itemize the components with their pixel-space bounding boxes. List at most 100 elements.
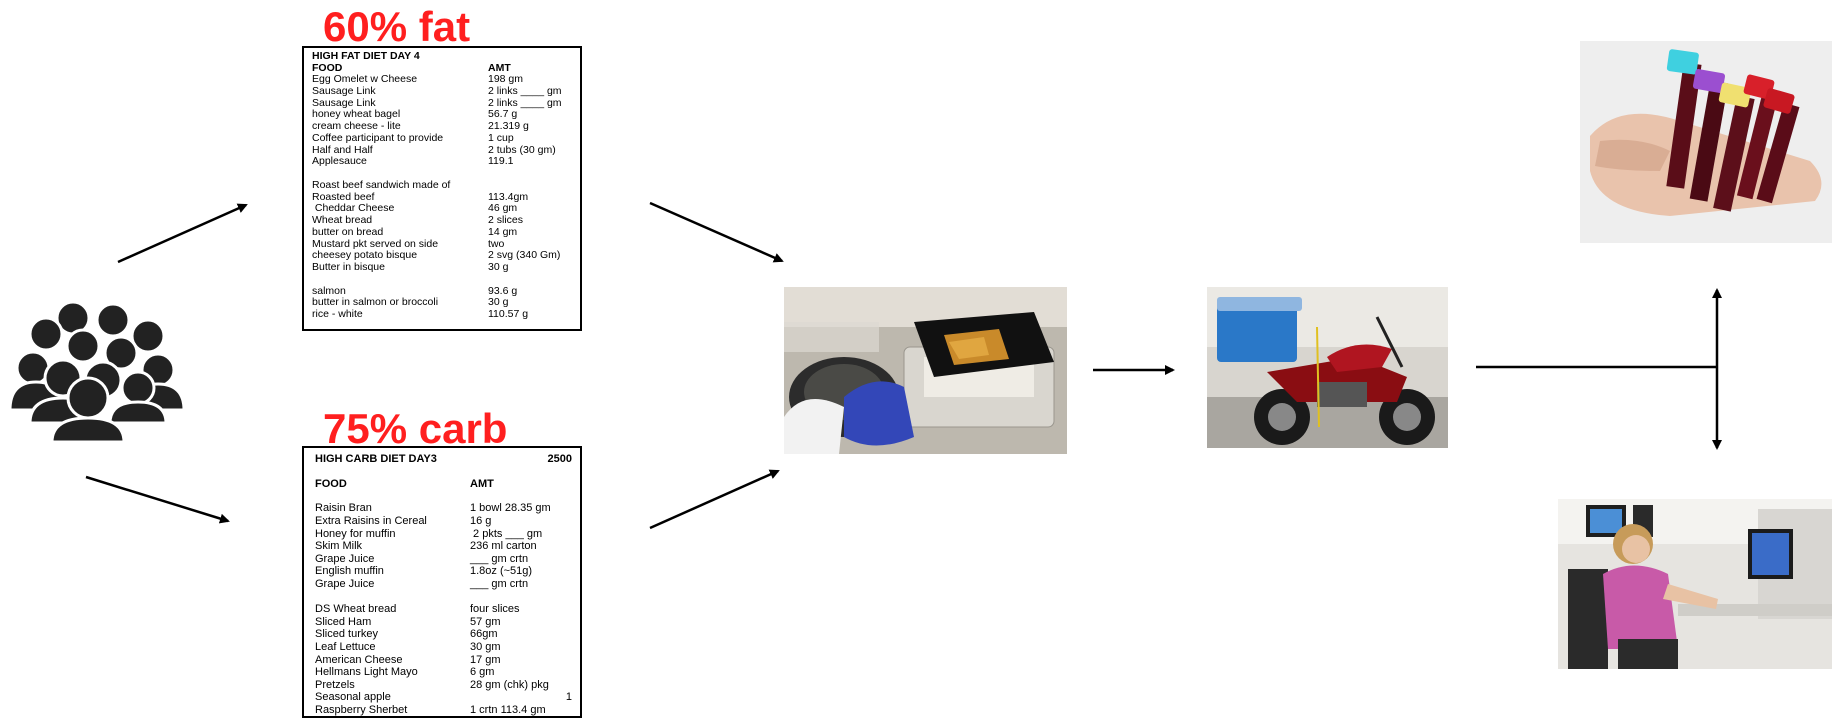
food-name: Raspberry Sherbet [315, 703, 408, 716]
arrow-people-to-carb [85, 475, 230, 524]
food-name: DS Wheat bread [315, 603, 397, 616]
food-amount: ___ gm crtn [470, 577, 529, 590]
food-name: Honey for muffin [315, 527, 396, 540]
food-name: rice - white [312, 308, 363, 320]
food-name: honey wheat bagel [312, 108, 401, 121]
menu-row: Skim Milk 236 ml carton [315, 540, 572, 553]
menu-row: Extra Raisins in Cereal 16 g [315, 515, 572, 528]
food-amount: 16 g [470, 514, 492, 527]
menu-title: HIGH FAT DIET DAY 4 [312, 50, 420, 62]
arrow-fat-to-weighing [649, 201, 784, 263]
food-name: Egg Omelet w Cheese [312, 73, 418, 85]
food-amount: 198 gm [488, 73, 524, 85]
menu-row: salmon 93.6 g [312, 284, 572, 298]
menu-row: Honey for muffin 2 pkts ___ gm [315, 528, 572, 541]
menu-row: Raisin Bran 1 bowl 28.35 gm [315, 502, 572, 515]
menu-row: Egg Omelet w Cheese 198 gm [312, 73, 572, 86]
arrow-people-to-fat [117, 203, 248, 264]
column-header-amt: AMT [488, 62, 511, 74]
food-name: Applesauce [312, 155, 367, 168]
menu-row: honey wheat bagel 56.7 g [312, 108, 572, 121]
food-name: butter in salmon or broccoli [312, 296, 439, 309]
food-amount: 119.1 [488, 155, 514, 168]
people-group-icon [8, 300, 186, 443]
food-name: Roasted beef [312, 190, 375, 203]
food-amount: 2 pkts ___ gm [470, 527, 543, 540]
food-amount: 56.7 g [488, 108, 518, 121]
food-name: Skim Milk [315, 540, 363, 553]
menu-row: DS Wheat bread four slices [315, 603, 572, 616]
food-name: Coffee participant to provide [312, 131, 444, 144]
column-header-amt: AMT [470, 477, 494, 490]
food-amount: two [488, 237, 505, 250]
food-amount: 2 svg (340 Gm) [488, 249, 561, 262]
food-amount: 14 gm [488, 225, 518, 238]
food-name: Wheat bread [312, 214, 373, 226]
food-name: Sliced Ham [315, 615, 372, 628]
food-amount: 93.6 g [488, 284, 518, 297]
food-name: salmon [312, 284, 346, 297]
blood-tubes-photo [1580, 41, 1832, 243]
food-name: Grape Juice [315, 577, 375, 590]
arrow-carb-to-weighing [649, 469, 780, 530]
menu-row: Wheat bread 2 slices [312, 214, 572, 227]
menu-row: Roast beef sandwich made of [312, 178, 572, 192]
food-amount: 236 ml carton [470, 540, 537, 553]
menu-row: Grape Juice___ gm crtn [315, 553, 572, 566]
data-analyst-photo [1558, 499, 1832, 669]
menu-row: cream cheese - lite 21.319 g [312, 120, 572, 133]
food-amount: 30 gm [470, 640, 501, 653]
column-header-food: FOOD [312, 62, 343, 74]
food-name: Half and Half [312, 143, 373, 156]
food-name: Raisin Bran [315, 502, 372, 515]
food-amount: 2 links ____ gm [488, 84, 562, 97]
food-count: 1 [565, 691, 572, 704]
food-name: Sliced turkey [315, 628, 378, 641]
menu-row: Half and Half 2 tubs (30 gm) [312, 143, 572, 157]
food-name: cream cheese - lite [312, 120, 401, 132]
food-amount: 1.8oz (~51g) [470, 565, 533, 578]
food-name: Roast beef sandwich made of [312, 178, 451, 191]
column-header-food: FOOD [315, 477, 347, 490]
food-amount: 17 gm [470, 653, 501, 666]
menu-row: Sliced turkey 66gm [315, 628, 572, 641]
food-amount: 2 links ____ gm [488, 96, 562, 109]
menu-title: HIGH CARB DIET DAY3 [315, 453, 437, 465]
food-amount: 21.319 g [488, 120, 529, 132]
food-amount: 57 gm [470, 615, 501, 628]
food-amount: 46 gm [488, 202, 518, 215]
food-name: American Cheese [315, 653, 403, 666]
food-amount: 113.4gm [488, 190, 529, 203]
menu-row: Mustard pkt served on side two [312, 237, 572, 251]
carb-diet-label: 75% carb [323, 405, 508, 452]
food-amount: 2 tubs (30 gm) [488, 143, 556, 156]
motorcycle-cooler-photo [1207, 287, 1448, 448]
food-name: Extra Raisins in Cereal [315, 514, 427, 527]
menu-row: American Cheese 17 gm [315, 654, 572, 667]
menu-row: Roasted beef 113.4gm [312, 190, 572, 204]
fat-diet-label: 60% fat [323, 3, 471, 50]
food-amount: four slices [470, 603, 520, 616]
food-amount: 1 bowl 28.35 gm [470, 502, 551, 515]
food-name: Hellmans Light Mayo [315, 666, 418, 679]
food-name: Grape Juice [315, 552, 375, 565]
food-amount: 2 slices [488, 214, 524, 226]
menu-row: Grape Juice ___ gm crtn [315, 578, 572, 591]
high-carb-menu-card: HIGH CARB DIET DAY3 2500 FOOD AMT Raisin… [302, 446, 582, 718]
food-name: Mustard pkt served on side [312, 237, 439, 250]
food-name: Sausage Link [312, 96, 376, 109]
food-amount: 66gm [470, 628, 498, 641]
food-weighing-photo [784, 287, 1067, 454]
